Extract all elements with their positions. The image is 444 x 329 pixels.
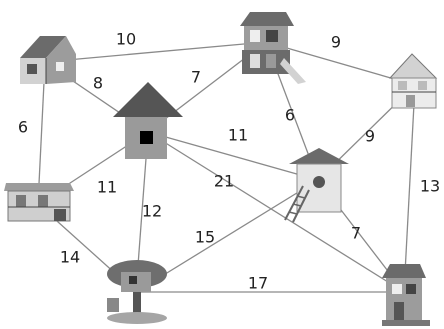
birdhouse-with-ladder-icon: [285, 148, 349, 222]
edge-weight-label: 21: [214, 172, 234, 191]
cabin-with-porch-icon: [4, 183, 74, 221]
white-dollhouse-icon: [390, 54, 436, 108]
weight-labels-layer: 10 9 8 7 6 6 11 9 11 21 13 12 15 7 14 17: [18, 30, 440, 293]
edge-C-H: [404, 85, 415, 292]
edge-weight-label: 11: [97, 178, 117, 197]
edge-weight-label: 15: [195, 228, 215, 247]
edge-A-B: [45, 42, 266, 62]
edge-weight-label: 7: [191, 68, 201, 87]
edge-weight-label: 9: [365, 127, 375, 146]
edge-D-H: [148, 132, 404, 292]
edge-weight-label: 6: [285, 106, 295, 125]
two-story-playhouse-icon: [240, 12, 306, 84]
small-playhouse-icon: [382, 264, 430, 326]
edge-weight-label: 8: [93, 74, 103, 93]
wooden-house-icon: [20, 36, 76, 84]
edge-weight-label: 10: [116, 30, 136, 49]
edge-weight-label: 11: [228, 126, 248, 145]
edge-weight-label: 17: [248, 274, 268, 293]
edge-weight-label: 12: [142, 202, 162, 221]
edge-weight-label: 13: [420, 177, 440, 196]
edge-weight-label: 14: [60, 248, 80, 267]
edge-weight-label: 9: [331, 33, 341, 52]
edge-weight-label: 7: [351, 224, 361, 243]
edge-weight-label: 6: [18, 118, 28, 137]
